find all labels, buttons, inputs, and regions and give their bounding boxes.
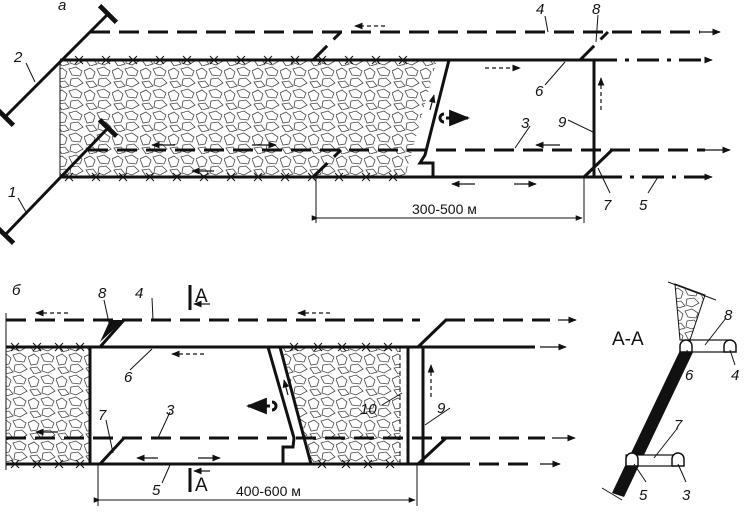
crosscut: [311, 30, 343, 62]
label-5: 5: [152, 482, 161, 499]
label-7: 7: [98, 407, 107, 424]
label-10: 10: [360, 401, 377, 418]
label-6: 6: [124, 369, 133, 386]
caved-rock: [674, 283, 706, 341]
label-9: 9: [558, 114, 567, 131]
label-7: 7: [603, 197, 612, 214]
air-flow-arrow-icon: [282, 379, 290, 396]
drift-section-lower: [625, 452, 685, 467]
dimension-a: 300-500 м: [311, 177, 585, 223]
section-mark-label: А: [195, 286, 208, 307]
label-6: 6: [535, 83, 544, 100]
section-title: А-А: [612, 329, 644, 350]
label-6: 6: [685, 367, 694, 384]
label-7: 7: [674, 417, 683, 434]
leader-lines: [633, 317, 736, 483]
scheme-b: б: [5, 282, 577, 506]
section-mark-label: А: [195, 475, 208, 496]
label-4: 4: [536, 1, 544, 18]
panel-label-b: б: [12, 282, 21, 299]
crosscut-8: [98, 319, 126, 348]
crosscut-8: [578, 30, 610, 62]
label-5: 5: [639, 197, 648, 214]
rock-boundary: [601, 487, 623, 501]
label-3: 3: [521, 115, 530, 132]
crosscut-7: [98, 436, 126, 466]
face-advance-arrow-icon: [438, 109, 471, 127]
label-5: 5: [639, 487, 648, 504]
crosses: [10, 342, 395, 469]
label-8: 8: [724, 307, 733, 324]
label-1: 1: [8, 184, 16, 201]
air-flow-arrow-icon: [428, 94, 436, 111]
label-4: 4: [731, 367, 739, 384]
leader-lines: [17, 14, 659, 213]
crosses: [64, 55, 408, 182]
label-3: 3: [682, 487, 691, 504]
face-line: [278, 346, 313, 465]
drift-section-upper: [679, 339, 737, 353]
section-mark-bottom: А: [188, 467, 210, 496]
goaf-rock-fill: [282, 347, 400, 464]
dimension-b: 400-600 м: [93, 464, 418, 506]
label-2: 2: [13, 49, 23, 66]
entry-1: [0, 117, 119, 246]
dimension-label: 300-500 м: [412, 201, 477, 217]
dimension-label: 400-600 м: [236, 483, 301, 499]
label-4: 4: [135, 285, 143, 302]
leader-lines: [103, 297, 451, 484]
section-mark-top: А: [188, 285, 210, 310]
crosscut: [416, 318, 448, 349]
crosscut-7: [582, 148, 614, 179]
scheme-a: а: [0, 0, 731, 246]
goaf-rock-fill: [6, 347, 90, 464]
face-advance-arrow-icon: [245, 397, 278, 415]
label-3: 3: [166, 402, 175, 419]
crosscut: [311, 148, 343, 179]
longwall-face: [417, 59, 451, 177]
goaf-rock-fill: [60, 60, 437, 177]
longwall-face: [266, 346, 296, 464]
label-8: 8: [98, 285, 107, 302]
label-8: 8: [592, 1, 601, 18]
panel-label-a: а: [58, 0, 66, 14]
section-a-a: А-А 8 6 4 7 5 3: [601, 281, 739, 504]
label-9: 9: [437, 400, 446, 417]
